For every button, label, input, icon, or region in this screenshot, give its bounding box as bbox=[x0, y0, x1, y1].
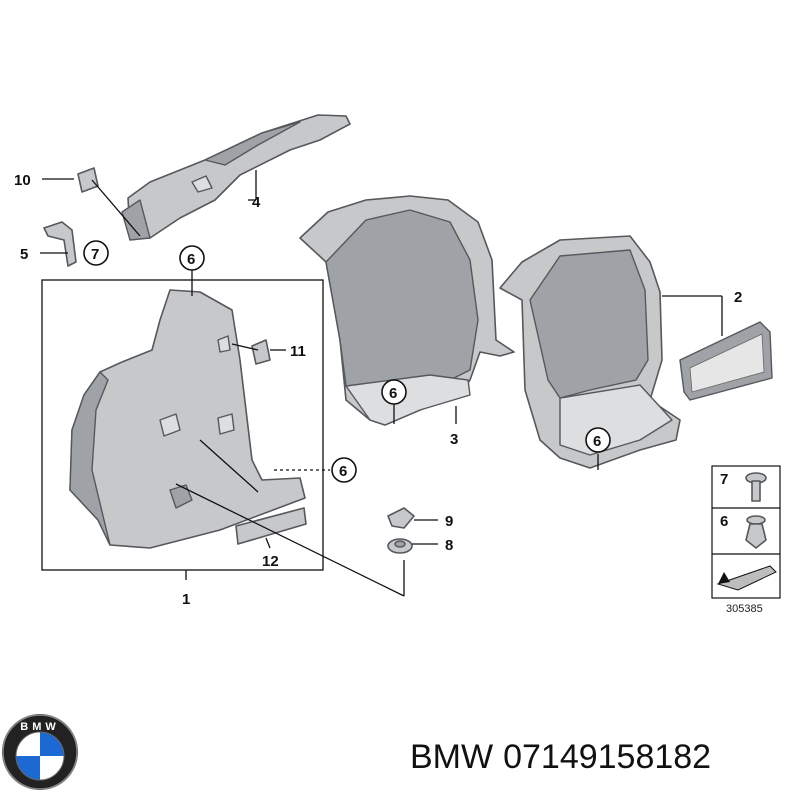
legend-label-6: 6 bbox=[720, 513, 728, 530]
callout-labels: 10 5 7 4 6 11 6 12 1 6 3 6 2 9 8 bbox=[14, 172, 742, 608]
screw-icon bbox=[745, 472, 767, 502]
part-9-fastener bbox=[387, 507, 415, 529]
callout-6-a: 6 bbox=[187, 251, 195, 268]
callout-6-c: 6 bbox=[389, 385, 397, 402]
footer-brand: BMW bbox=[410, 738, 494, 776]
callout-1: 1 bbox=[182, 591, 190, 608]
callout-6-d: 6 bbox=[593, 433, 601, 450]
diagram-number: 305385 bbox=[726, 603, 763, 615]
part-4-upper-trim bbox=[121, 114, 351, 241]
logo-text: BMW bbox=[20, 721, 60, 733]
callout-6-b: 6 bbox=[339, 463, 347, 480]
callout-12: 12 bbox=[262, 553, 279, 570]
part-2-side-box bbox=[499, 235, 681, 469]
bmw-roundel-icon: BMW bbox=[2, 714, 78, 790]
part-1-side-panel bbox=[69, 289, 306, 549]
arrow-icon bbox=[716, 565, 777, 591]
callout-5: 5 bbox=[20, 246, 28, 263]
part-12-cover bbox=[235, 507, 307, 545]
callout-10: 10 bbox=[14, 172, 31, 189]
part-8-fastener bbox=[387, 538, 413, 554]
callout-8: 8 bbox=[445, 537, 453, 554]
part-2-net bbox=[679, 321, 773, 401]
callout-9: 9 bbox=[445, 513, 453, 530]
legend-label-7: 7 bbox=[720, 471, 728, 488]
callout-2: 2 bbox=[734, 289, 742, 306]
part-1-frame bbox=[41, 279, 324, 571]
fastener-legend: 7 6 305385 bbox=[711, 465, 781, 615]
callout-7-a: 7 bbox=[91, 246, 99, 263]
part-11-clip bbox=[251, 339, 271, 365]
callout-3: 3 bbox=[450, 431, 458, 448]
part-10-clip bbox=[77, 167, 99, 193]
leader-lines bbox=[40, 170, 723, 597]
part-3-center-panel bbox=[299, 195, 515, 426]
clip-icon bbox=[745, 515, 767, 549]
callout-4: 4 bbox=[252, 194, 261, 211]
footer-number: 07149158182 bbox=[503, 738, 712, 776]
part-5-bracket bbox=[43, 221, 77, 267]
callout-11: 11 bbox=[290, 343, 306, 360]
